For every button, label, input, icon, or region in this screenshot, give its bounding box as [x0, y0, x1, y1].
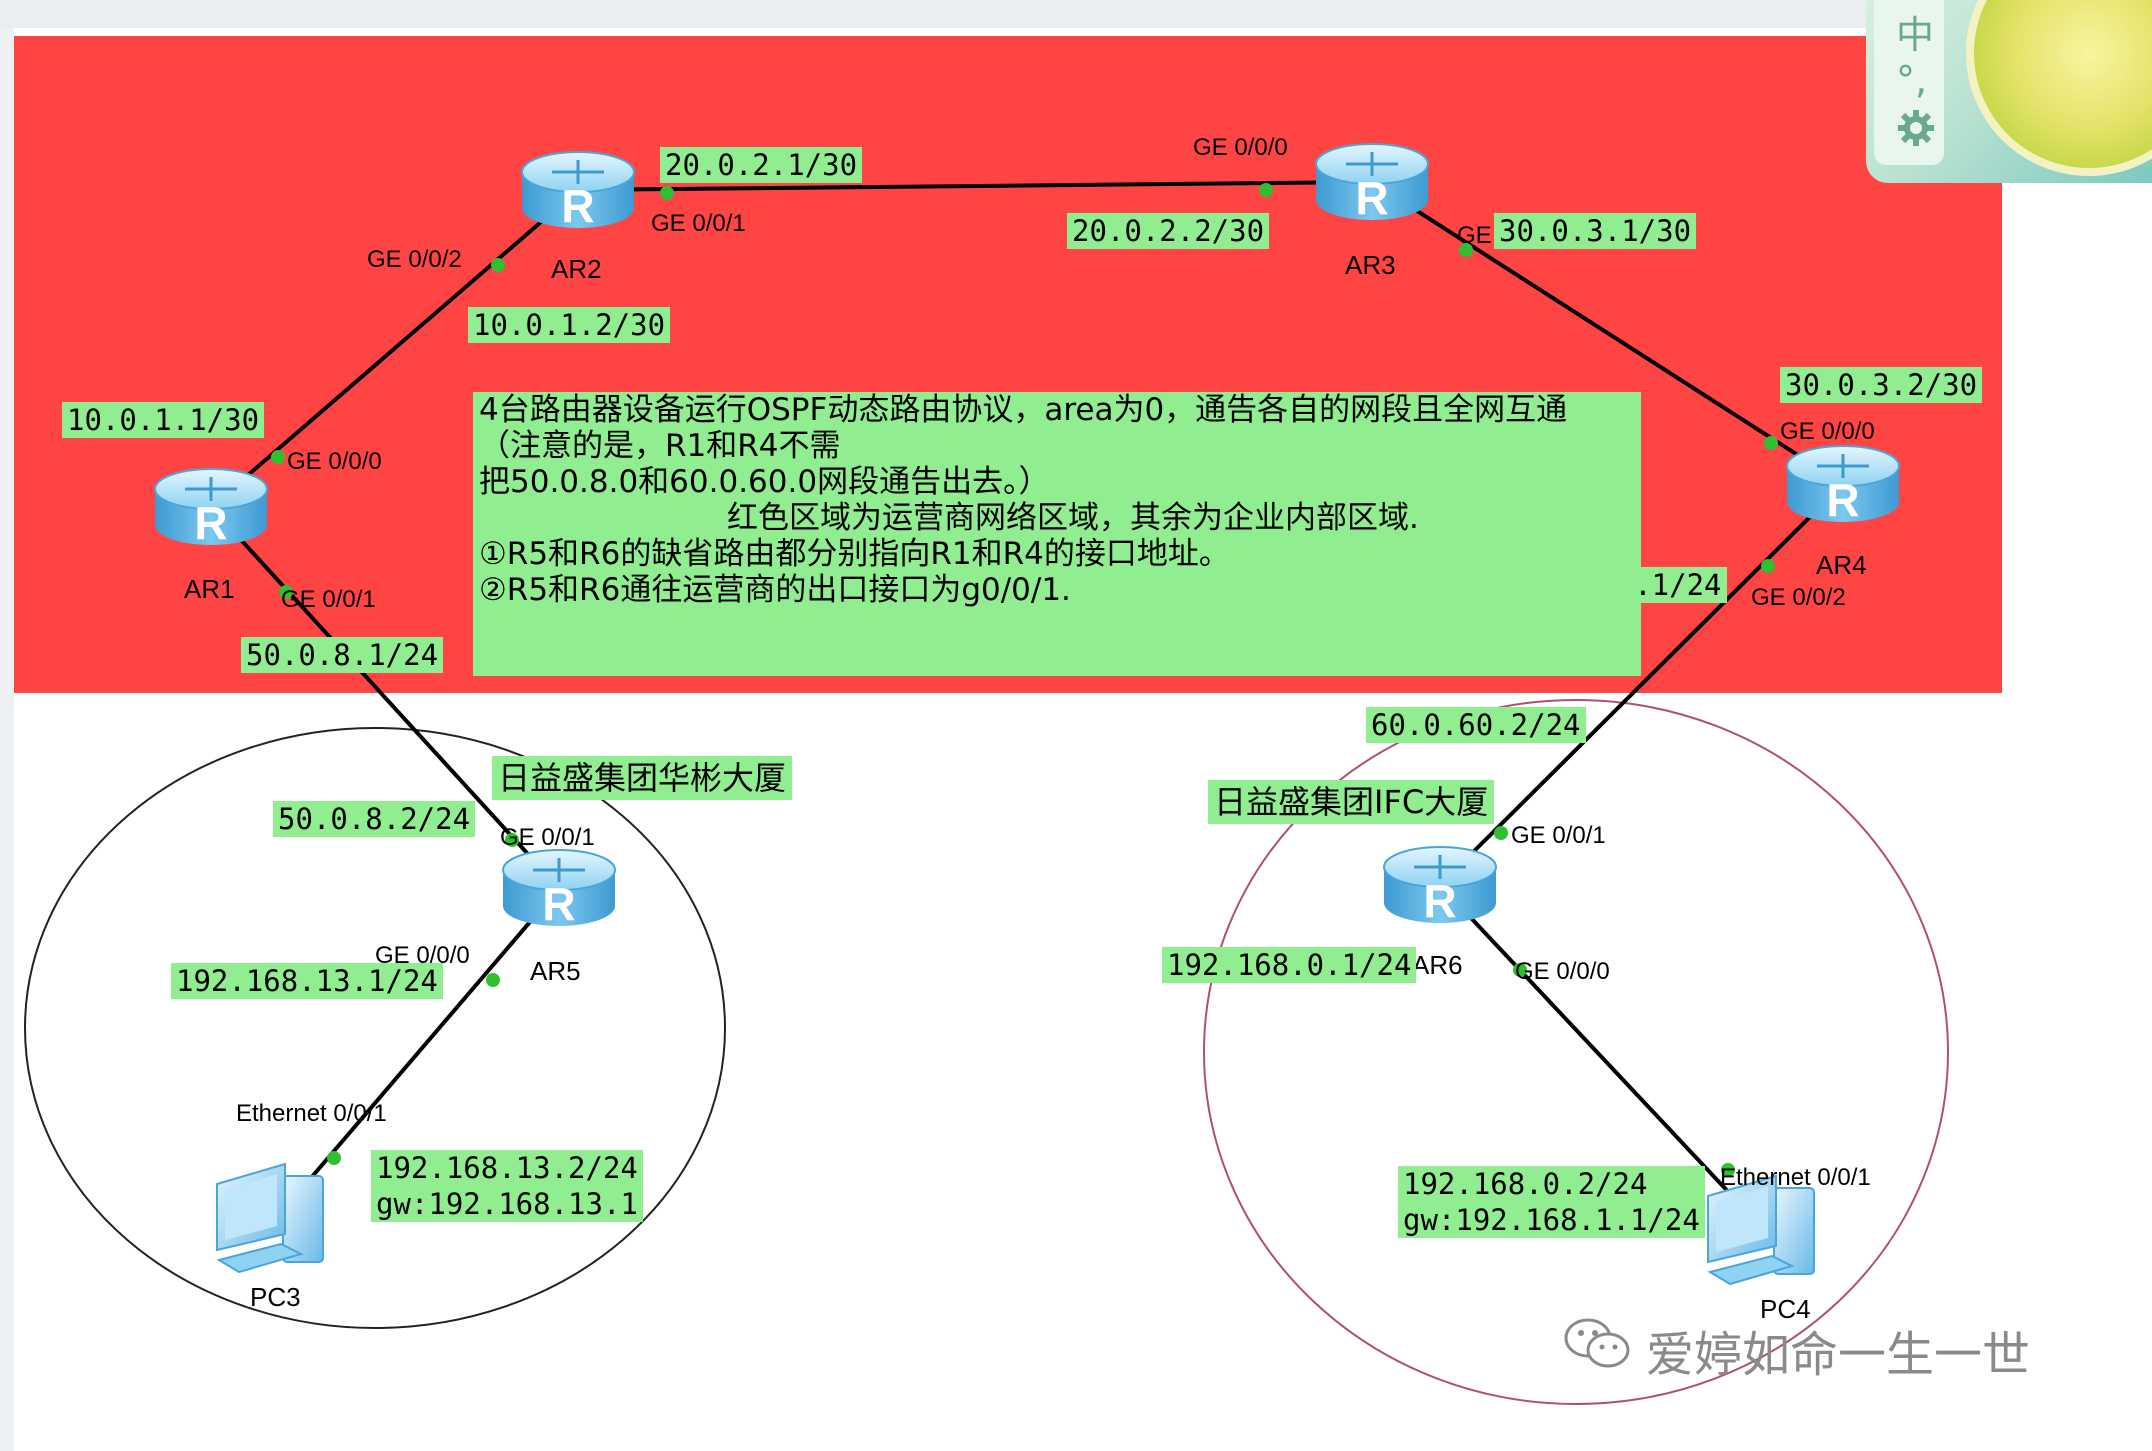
port-dot — [1459, 243, 1473, 257]
ip-label-ar5-lan: 192.168.13.1/24 — [171, 963, 443, 999]
router-icon-ar5[interactable]: R — [502, 849, 616, 930]
device-name-ar1: AR1 — [184, 574, 235, 604]
router-icon-ar6[interactable]: R — [1383, 846, 1497, 927]
gear-icon[interactable] — [1896, 108, 1936, 157]
link-ar4-ar6 — [1438, 482, 1845, 887]
port-ar1-ge001: GE 0/0/1 — [281, 586, 376, 613]
port-ar6-ge000: GE 0/0/0 — [1515, 958, 1610, 985]
device-name-ar4: AR4 — [1816, 550, 1867, 580]
port-ar4-ge000: GE 0/0/0 — [1780, 418, 1875, 445]
port-ar5-ge001: GE 0/0/1 — [500, 824, 595, 851]
port-dot — [1494, 826, 1508, 840]
router-glyph: R — [1826, 474, 1859, 526]
ip-label-ar5-50: 50.0.8.2/24 — [273, 801, 476, 837]
device-name-pc4: PC4 — [1760, 1294, 1811, 1324]
port-ar2-ge002: GE 0/0/2 — [367, 246, 462, 273]
pc4-ip: 192.168.0.2/24 — [1403, 1167, 1648, 1201]
link-ar1-ar5 — [209, 505, 561, 890]
port-pc3-ethernet: Ethernet 0/0/1 — [236, 1100, 387, 1127]
device-name-pc3: PC3 — [250, 1282, 301, 1312]
note-line-6: ②R5和R6通往运营商的出口接口为g0/0/1. — [479, 572, 1071, 608]
port-ar3-ge000: GE 0/0/0 — [1193, 134, 1288, 161]
port-dot — [327, 1151, 341, 1165]
pc-icon-pc3[interactable] — [216, 1162, 324, 1274]
port-dot — [1764, 436, 1778, 450]
router-glyph: R — [1423, 875, 1456, 927]
ime-skin-lemon-image — [1966, 0, 2152, 176]
window-left-edge — [0, 28, 14, 1451]
ip-label-ar6-lan: 192.168.0.1/24 — [1162, 947, 1417, 983]
links-layer — [209, 180, 1845, 1234]
ip-label-ar4-30: 30.0.3.2/30 — [1780, 367, 1983, 403]
port-dot — [271, 450, 285, 464]
link-ar6-pc4 — [1438, 883, 1768, 1234]
device-name-ar3: AR3 — [1345, 250, 1396, 280]
port-ar6-ge001: GE 0/0/1 — [1511, 822, 1606, 849]
ip-label-ar1-10: 10.0.1.1/30 — [62, 402, 265, 438]
router-icon-ar4[interactable]: R — [1786, 445, 1900, 526]
port-ar1-ge000: GE 0/0/0 — [287, 448, 382, 475]
port-ar2-ge001: GE 0/0/1 — [651, 210, 746, 237]
note-line-4: 红色区域为运营商网络区域，其余为企业内部区域. — [479, 500, 1419, 536]
ip-label-ar3-20: 20.0.2.2/30 — [1067, 213, 1270, 249]
router-icon-ar2[interactable]: R — [521, 151, 635, 232]
ime-button-column: 中 °, — [1874, 0, 1944, 165]
watermark-text: 爱婷如命一生一世 — [1646, 1327, 2031, 1383]
note-line-2: （注意的是，R1和R4不需 — [479, 428, 841, 464]
link-ar2-ar3 — [577, 180, 1373, 192]
router-icon-ar1[interactable]: R — [154, 468, 268, 549]
note-line-1: 4台路由器设备运行OSPF动态路由协议，area为0，通告各自的网段且全网互通 — [479, 392, 1568, 428]
site-name-left: 日益盛集团华彬大厦 — [492, 756, 793, 800]
pc3-gateway: gw:192.168.13.1 — [376, 1187, 638, 1221]
port-dots-layer — [271, 183, 1778, 1177]
port-pc4-ethernet: Ethernet 0/0/1 — [1720, 1164, 1871, 1191]
port-dot — [1721, 1163, 1735, 1177]
device-name-ar5: AR5 — [530, 956, 581, 986]
wechat-icon — [1562, 1316, 1632, 1384]
devices-layer: R R R R R R — [154, 143, 1900, 1286]
site-circle-left — [24, 727, 726, 1329]
link-ar3-ar4 — [1370, 180, 1845, 486]
site-name-right: 日益盛集团IFC大厦 — [1208, 780, 1495, 824]
port-dot — [1259, 183, 1273, 197]
port-dot — [505, 833, 519, 847]
pc4-gateway: gw:192.168.1.1/24 — [1403, 1203, 1700, 1237]
router-glyph: R — [194, 497, 227, 549]
pc-icon-pc4[interactable] — [1707, 1174, 1815, 1286]
ime-punctuation-button[interactable]: °, — [1896, 58, 1928, 102]
ime-mode-button[interactable]: 中 — [1896, 13, 1935, 57]
requirements-note: 4台路由器设备运行OSPF动态路由协议，area为0，通告各自的网段且全网互通 … — [473, 392, 1641, 676]
ip-label-ar6-60: 60.0.60.2/24 — [1366, 707, 1586, 743]
watermark: 爱婷如命一生一世 — [1562, 1318, 2030, 1383]
router-glyph: R — [1355, 172, 1388, 224]
pc3-ip: 192.168.13.2/24 — [376, 1151, 638, 1185]
router-glyph: R — [542, 878, 575, 930]
ime-toolbar: 中 °, — [1866, 0, 2152, 183]
router-glyph: R — [561, 180, 594, 232]
port-dot — [660, 186, 674, 200]
ip-label-ar1-50: 50.0.8.1/24 — [241, 637, 444, 673]
port-dot — [486, 973, 500, 987]
router-icon-ar3[interactable]: R — [1315, 143, 1429, 224]
link-ar5-pc3 — [273, 886, 561, 1222]
port-dot — [1513, 963, 1527, 977]
note-line-3: 把50.0.8.0和60.0.60.0网段通告出去。） — [479, 464, 1050, 500]
ip-label-ar2-10: 10.0.1.2/30 — [468, 307, 671, 343]
device-name-ar2: AR2 — [551, 254, 602, 284]
ip-label-ar2-20: 20.0.2.1/30 — [660, 147, 863, 183]
site-circle-right — [1203, 699, 1949, 1405]
port-dot — [491, 258, 505, 272]
note-line-5: ①R5和R6的缺省路由都分别指向R1和R4的接口地址。 — [479, 536, 1230, 572]
device-name-ar6: AR6 — [1412, 950, 1463, 980]
port-dot — [279, 585, 293, 599]
port-ar4-ge002: GE 0/0/2 — [1751, 584, 1846, 611]
ip-label-ar3-30: 30.0.3.1/30 — [1494, 213, 1697, 249]
window-top-bar — [0, 0, 1866, 28]
port-dot — [1761, 559, 1775, 573]
